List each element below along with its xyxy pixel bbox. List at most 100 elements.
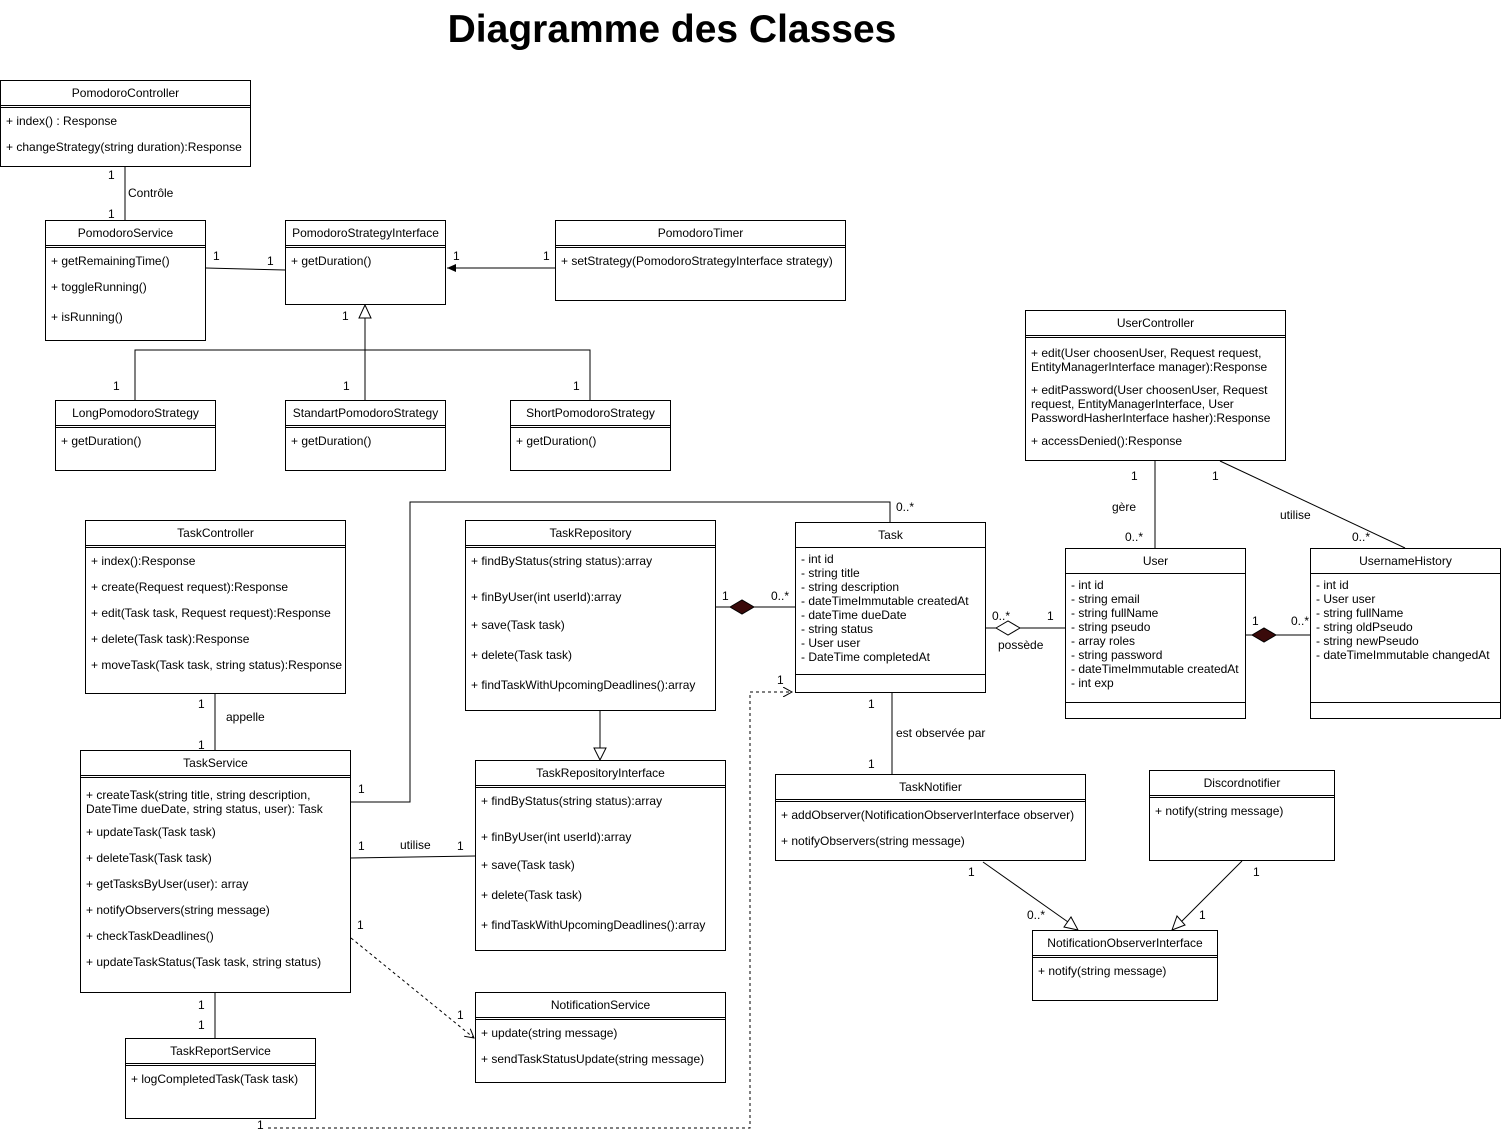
edge-dashed-report-task — [268, 692, 792, 1129]
class-name: Task — [878, 528, 903, 542]
method: + create(Request request):Response — [91, 580, 289, 594]
attribute: - string fullName — [1316, 606, 1404, 620]
aggregation-diamond — [995, 620, 1021, 636]
mult-label: 1 — [108, 168, 115, 182]
class-long-pomodoro-strategy[interactable]: LongPomodoroStrategy + getDuration() — [55, 400, 216, 471]
mult-label: 1 — [1047, 609, 1054, 623]
mult-label: 1 — [457, 1008, 464, 1022]
method: + changeStrategy(string duration):Respon… — [6, 140, 242, 154]
class-discord-notifier[interactable]: Discordnotifier + notify(string message) — [1149, 770, 1335, 861]
class-user-controller[interactable]: UserController + edit(User choosenUser, … — [1025, 310, 1286, 461]
class-name: UserController — [1116, 316, 1195, 330]
method: + sendTaskStatusUpdate(string message) — [481, 1052, 705, 1066]
mult-label: 1 — [358, 839, 365, 853]
class-name: PomodoroController — [71, 86, 180, 100]
method: + getDuration() — [61, 434, 142, 448]
method: + getDuration() — [291, 254, 372, 268]
mult-label: 1 — [868, 697, 875, 711]
class-name: StandartPomodoroStrategy — [292, 406, 439, 420]
attribute: - dateTimeImmutable changedAt — [1316, 648, 1490, 662]
class-pomodoro-strategy-interface[interactable]: PomodoroStrategyInterface + getDuration(… — [285, 220, 446, 305]
attribute: - int id — [801, 552, 834, 566]
class-name: ShortPomodoroStrategy — [526, 406, 655, 420]
method: + toggleRunning() — [51, 280, 147, 294]
edge-notifier-observer — [982, 861, 1069, 923]
realization-arrowhead-discord — [1171, 915, 1186, 931]
mult-label: 1 — [342, 309, 349, 323]
mult-label: 1 — [573, 379, 580, 393]
attribute: - int id — [1316, 578, 1349, 592]
realization-arrowhead — [593, 747, 607, 762]
method: + delete(Task task):Response — [91, 632, 250, 646]
method: + getRemainingTime() — [51, 254, 170, 268]
realization-arrowhead-notifier — [1063, 916, 1079, 931]
method: + logCompletedTask(Task task) — [131, 1072, 299, 1086]
mult-label: 1 — [457, 839, 464, 853]
attributes: - int id - string title - string descrip… — [796, 548, 985, 666]
class-name: TaskController — [177, 526, 254, 540]
class-pomodoro-service[interactable]: PomodoroService + getRemainingTime() + t… — [45, 220, 206, 341]
attribute: - DateTime completedAt — [801, 650, 930, 664]
mult-label: 1 — [198, 697, 205, 711]
class-standart-pomodoro-strategy[interactable]: StandartPomodoroStrategy + getDuration() — [285, 400, 446, 471]
edge-service-strategy — [205, 267, 286, 271]
attribute: - string fullName — [1071, 606, 1159, 620]
method: + update(string message) — [481, 1026, 618, 1040]
assoc-label-controle: Contrôle — [128, 186, 174, 200]
class-name: User — [1142, 554, 1169, 568]
assoc-label-appelle: appelle — [226, 710, 265, 724]
class-name: TaskNotifier — [899, 780, 962, 794]
class-short-pomodoro-strategy[interactable]: ShortPomodoroStrategy + getDuration() — [510, 400, 671, 471]
method: + moveTask(Task task, string status):Res… — [91, 658, 343, 672]
assoc-label-utilise-repo: utilise — [400, 838, 431, 852]
method: + createTask(string title, string descri… — [86, 788, 323, 816]
attribute: - string oldPseudo — [1316, 620, 1413, 634]
mult-label: 1 — [257, 1118, 264, 1132]
mult-label: 0..* — [1027, 908, 1046, 922]
attribute: - User user — [801, 636, 861, 650]
class-name: TaskService — [183, 756, 248, 770]
class-pomodoro-timer[interactable]: PomodoroTimer + setStrategy(PomodoroStra… — [555, 220, 846, 301]
class-username-history[interactable]: UsernameHistory - int id - User user - s… — [1310, 548, 1501, 719]
method: + findTaskWithUpcomingDeadlines():array — [471, 678, 696, 692]
class-user[interactable]: User - int id - string email - string fu… — [1065, 548, 1246, 719]
attribute: - dateTimeImmutable createdAt — [801, 594, 969, 608]
attribute: - int id — [1071, 578, 1104, 592]
mult-label: 1 — [357, 918, 364, 932]
method: + save(Task task) — [471, 618, 565, 632]
method: + addObserver(NotificationObserverInterf… — [781, 808, 1075, 822]
attribute: - string newPseudo — [1316, 634, 1419, 648]
attribute: - string title — [801, 566, 860, 580]
class-task[interactable]: Task - int id - string title - string de… — [795, 522, 986, 693]
mult-label: 0..* — [896, 500, 915, 514]
class-task-repository[interactable]: TaskRepository + findByStatus(string sta… — [465, 520, 716, 711]
mult-label: 0..* — [1352, 530, 1371, 544]
mult-label: 1 — [722, 589, 729, 603]
mult-label: 0..* — [1291, 614, 1310, 628]
method: + notifyObservers(string message) — [781, 834, 965, 848]
mult-label: 1 — [343, 379, 350, 393]
method: + checkTaskDeadlines() — [86, 929, 214, 943]
class-name: PomodoroStrategyInterface — [292, 226, 439, 240]
class-notification-observer-interface[interactable]: NotificationObserverInterface + notify(s… — [1032, 930, 1218, 1001]
class-notification-service[interactable]: NotificationService + update(string mess… — [475, 992, 726, 1083]
class-pomodoro-controller[interactable]: PomodoroController + index() : Response … — [0, 80, 251, 167]
attribute: - string description — [801, 580, 900, 594]
class-name: NotificationObserverInterface — [1047, 936, 1203, 950]
class-task-controller[interactable]: TaskController + index():Response + crea… — [85, 520, 346, 694]
class-task-service[interactable]: TaskService + createTask(string title, s… — [80, 750, 351, 993]
method: + finByUser(int userId):array — [481, 830, 632, 844]
attribute: - int exp — [1071, 676, 1114, 690]
class-task-repository-interface[interactable]: TaskRepositoryInterface + findByStatus(s… — [475, 760, 726, 951]
mult-label: 1 — [1199, 908, 1206, 922]
assoc-label-gere: gère — [1112, 500, 1137, 514]
method: + updateTaskStatus(Task task, string sta… — [86, 955, 322, 969]
class-task-report-service[interactable]: TaskReportService + logCompletedTask(Tas… — [125, 1038, 316, 1119]
mult-label: 0..* — [1125, 530, 1144, 544]
attribute: - string password — [1071, 648, 1163, 662]
mult-label: 1 — [777, 673, 784, 687]
method: + findTaskWithUpcomingDeadlines():array — [481, 918, 706, 932]
class-task-notifier[interactable]: TaskNotifier + addObserver(NotificationO… — [775, 774, 1086, 861]
method: + getDuration() — [516, 434, 597, 448]
